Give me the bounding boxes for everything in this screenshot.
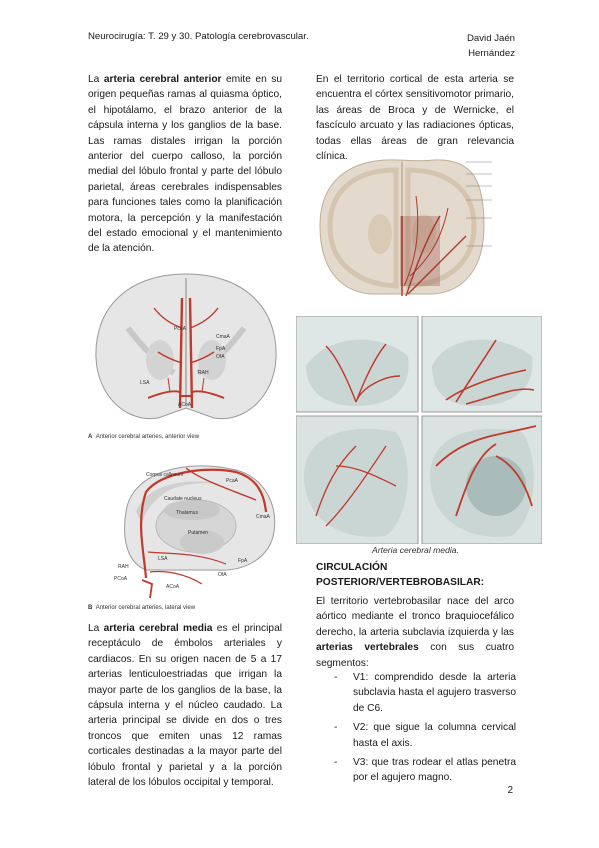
aca-text: emite en su origen pequeñas ramas al qui… — [88, 74, 282, 255]
posterior-after: con sus cuatro segmentos: — [316, 642, 515, 669]
list-item: -V1: comprendido desde la arteria subcla… — [334, 672, 516, 714]
label-b-lsa: LSA — [158, 556, 168, 562]
page-number: 2 — [507, 785, 513, 796]
coronal-section-drawing — [319, 159, 492, 297]
label-b-pcoa: PCoA — [114, 576, 128, 582]
segment-v3: V3: que tras rodear el atlas penetra por… — [353, 757, 516, 784]
list-item: -V2: que sigue la columna cervical hasta… — [334, 722, 516, 749]
figure-a-caption: A Anterior cerebral arteries, anterior v… — [88, 434, 199, 440]
figure-b-caption: B Anterior cerebral arteries, lateral vi… — [88, 605, 195, 611]
header-right: David Jaén Hernández — [467, 31, 515, 61]
label-fpa: FpA — [216, 346, 226, 352]
label-b-rah: RAH — [118, 564, 129, 570]
aca-anterior-view-drawing: PcaA CmaA FpA OfA LSA RAH ACoA — [95, 273, 277, 420]
segment-v1: V1: comprendido desde la arteria subclav… — [353, 672, 516, 714]
label-caudate-nucleus: Caudate nucleus — [164, 496, 202, 502]
posterior-intro: El territorio vertebrobasilar nace del a… — [316, 596, 514, 638]
mca-text: es el principal receptáculo de émbolos a… — [88, 623, 283, 789]
label-lsa: LSA — [140, 380, 150, 386]
coronal-section-figure — [316, 156, 516, 314]
author-first: David Jaén — [467, 33, 515, 44]
figure-b-illustration: Corpus callosum Caudate nucleus Thalamus… — [106, 452, 284, 602]
label-corpus-callosum: Corpus callosum — [146, 472, 183, 478]
label-putamen: Putamen — [188, 530, 208, 536]
mca-paragraph: La arteria cerebral media es el principa… — [88, 621, 282, 790]
label-cmaa: CmaA — [216, 334, 231, 340]
label-thalamus: Thalamus — [176, 510, 198, 516]
posterior-heading-line2: POSTERIOR/VERTEBROBASILAR: — [316, 577, 485, 588]
posterior-term: arterias vertebrales — [316, 642, 419, 654]
mca-term: arteria cerebral media — [103, 623, 213, 634]
header-left: Neurocirugía: T. 29 y 30. Patología cere… — [88, 31, 309, 42]
label-b-cmaa: CmaA — [256, 514, 271, 520]
mca-panels-drawing — [296, 316, 542, 544]
aca-paragraph: La arteria cerebral anterior emite en su… — [88, 72, 282, 257]
figure-b-caption-text: Anterior cerebral arteries, lateral view — [95, 605, 196, 611]
label-b-ofa: OfA — [218, 572, 227, 578]
posterior-heading-line1: CIRCULACIÓN — [316, 562, 388, 573]
cortical-text: En el territorio cortical de esta arteri… — [316, 74, 514, 163]
posterior-heading: CIRCULACIÓN POSTERIOR/VERTEBROBASILAR: — [316, 560, 516, 590]
figure-a-caption-text: Anterior cerebral arteries, anterior vie… — [95, 434, 200, 440]
figure-b-letter: B — [88, 605, 93, 611]
label-acoa: ACoA — [178, 402, 192, 408]
label-b-fpa: FpA — [238, 558, 248, 564]
aca-term: arteria cerebral anterior — [103, 74, 222, 85]
label-b-acoa: ACoA — [166, 584, 180, 590]
segment-v2: V2: que sigue la columna cervical hasta … — [353, 722, 516, 749]
vertebral-segments-list: -V1: comprendido desde la arteria subcla… — [316, 670, 516, 790]
mca-panels-figure — [296, 316, 542, 544]
label-ofa: OfA — [216, 354, 225, 360]
label-pcaa: PcaA — [174, 326, 187, 332]
label-rah: RAH — [198, 370, 209, 376]
aca-intro: La — [88, 74, 104, 85]
list-item: -V3: que tras rodear el atlas penetra po… — [334, 757, 516, 784]
mca-intro: La — [88, 623, 104, 634]
figure-a-illustration: PcaA CmaA FpA OfA LSA RAH ACoA — [88, 268, 284, 430]
mca-figure-caption: Arteria cerebral media. — [372, 545, 459, 555]
aca-lateral-view-drawing: Corpus callosum Caudate nucleus Thalamus… — [114, 465, 276, 599]
posterior-paragraph: El territorio vertebrobasilar nace del a… — [316, 594, 514, 671]
label-b-pcaa: PcaA — [226, 478, 239, 484]
cortical-paragraph: En el territorio cortical de esta arteri… — [316, 72, 514, 164]
author-last: Hernández — [468, 48, 515, 59]
figure-a-letter: A — [88, 434, 93, 440]
